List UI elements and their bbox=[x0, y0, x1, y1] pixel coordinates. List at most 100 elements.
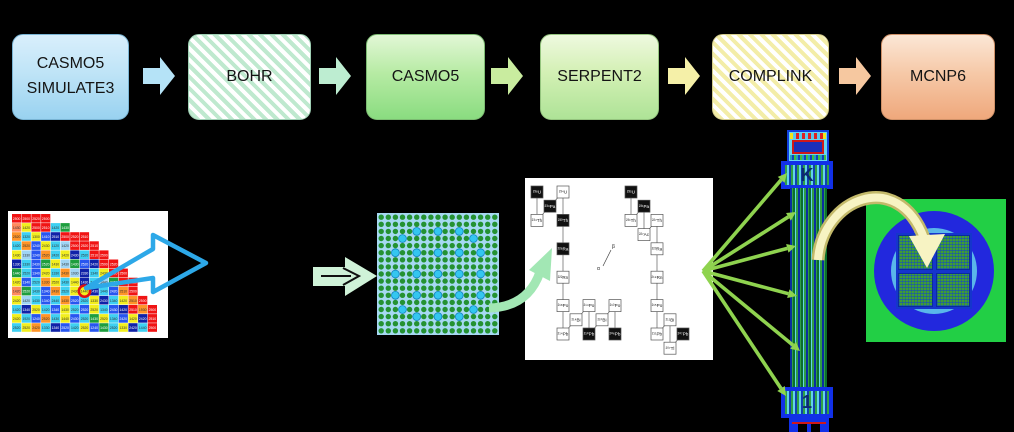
guide-tube bbox=[398, 305, 407, 314]
map-cell-value: 1300 bbox=[32, 235, 40, 239]
assembly-fuel-stack bbox=[790, 188, 827, 388]
map-cell bbox=[70, 241, 80, 250]
fuel-pin bbox=[428, 242, 434, 249]
corner-dot-icon bbox=[790, 133, 793, 136]
map-cell bbox=[41, 268, 51, 278]
nozzle-bar bbox=[792, 422, 826, 424]
fuel-pin bbox=[428, 278, 434, 284]
fuel-pin bbox=[435, 321, 441, 327]
assembly-node-1: 1 bbox=[781, 387, 833, 418]
fuel-pin bbox=[421, 306, 427, 313]
fuel-pin bbox=[385, 299, 391, 306]
fuel-pin bbox=[399, 257, 406, 263]
map-cell-value: 1330 bbox=[42, 281, 50, 285]
decay-node bbox=[663, 313, 677, 327]
map-cell-value: 1420 bbox=[13, 290, 21, 294]
decay-node bbox=[624, 214, 638, 227]
fuel-pin bbox=[378, 221, 384, 227]
fuel-pin bbox=[399, 299, 406, 306]
map-cell bbox=[31, 295, 41, 305]
map-cell-value: 1340 bbox=[23, 308, 31, 312]
fuel-pin bbox=[470, 328, 477, 334]
fuel-pin bbox=[463, 321, 470, 327]
fuel-pin bbox=[492, 221, 498, 227]
fuel-pin bbox=[414, 235, 420, 242]
map-cell-value: 2520 bbox=[110, 272, 118, 276]
fuel-pin bbox=[428, 313, 434, 320]
fuel-pin bbox=[378, 250, 384, 256]
guide-tube bbox=[455, 312, 464, 321]
decay-node bbox=[637, 199, 651, 213]
decay-node bbox=[556, 327, 570, 341]
assembly-node-k: K bbox=[781, 161, 833, 189]
fuel-pin bbox=[428, 271, 434, 277]
fuel-pin bbox=[385, 264, 391, 270]
map-cell-value: 1420 bbox=[13, 244, 21, 248]
map-cell bbox=[41, 314, 51, 323]
fuel-pin bbox=[421, 235, 427, 242]
fuel-pin bbox=[428, 299, 434, 306]
fuel-pin bbox=[378, 285, 384, 291]
guide-tube bbox=[412, 248, 421, 257]
fuel-pin bbox=[442, 271, 448, 277]
fuel-pin bbox=[477, 235, 484, 242]
map-cell-value: 1340 bbox=[42, 290, 50, 294]
fuel-pin bbox=[463, 257, 470, 263]
map-cell-value: 2420 bbox=[110, 281, 118, 285]
assembly-top-nozzle bbox=[787, 130, 829, 163]
fuel-pin bbox=[428, 235, 434, 242]
fuel-pin bbox=[414, 242, 420, 249]
fuel-pin bbox=[421, 328, 427, 334]
fuel-pin bbox=[392, 264, 399, 270]
fuel-pin bbox=[449, 214, 455, 220]
fuel-pin bbox=[442, 299, 448, 306]
map-cell bbox=[79, 305, 90, 314]
map-cell-value: 2520 bbox=[23, 244, 31, 248]
map-cell-value: 2510 bbox=[149, 317, 157, 321]
fuel-pin bbox=[463, 250, 470, 256]
fuel-pin bbox=[449, 285, 455, 291]
fuel-pin bbox=[492, 292, 498, 298]
fuel-pin bbox=[492, 214, 498, 220]
fuel-pin bbox=[399, 285, 406, 291]
map-cell-value: 2510 bbox=[52, 235, 60, 239]
guide-tube bbox=[469, 305, 478, 314]
flow-box-label: MCNP6 bbox=[909, 67, 966, 85]
decay-node bbox=[582, 299, 596, 312]
flow-box-serpent2: SERPENT2 bbox=[540, 34, 659, 120]
map-cell-value: 2520 bbox=[81, 317, 89, 321]
guide-tube bbox=[412, 269, 421, 279]
fuel-pin bbox=[492, 242, 498, 249]
map-cell-value: 1420 bbox=[129, 317, 137, 321]
fuel-pin bbox=[385, 321, 391, 327]
map-cell bbox=[70, 286, 80, 296]
fuel-pin bbox=[414, 278, 420, 284]
map-cell bbox=[21, 268, 31, 278]
map-cell-value: 1330 bbox=[120, 326, 128, 330]
map-cell bbox=[70, 305, 80, 314]
map-cell-value: 1240 bbox=[32, 244, 40, 248]
flow-box-label: CASMO5 bbox=[391, 67, 460, 85]
fuel-pin bbox=[385, 242, 391, 249]
map-cell-value: 1440 bbox=[71, 281, 79, 285]
fuel-pin bbox=[406, 214, 413, 220]
corner-dot-icon bbox=[823, 133, 826, 136]
fuel-pin bbox=[492, 257, 498, 263]
flow-box-label: SIMULATE3 bbox=[26, 80, 115, 97]
map-cell-value: 1430 bbox=[61, 226, 69, 230]
map-cell bbox=[31, 286, 41, 296]
fuel-pin bbox=[442, 321, 448, 327]
fuel-pin bbox=[463, 328, 470, 334]
map-cell-value: 1430 bbox=[52, 262, 60, 266]
map-cell bbox=[70, 268, 80, 278]
decay-node-label: ²²⁶Ra bbox=[558, 246, 569, 251]
fuel-pin bbox=[477, 313, 484, 320]
fuel-pin bbox=[456, 264, 462, 270]
flow-box-label: COMPLINK bbox=[728, 67, 813, 85]
fuel-pin bbox=[378, 264, 384, 270]
map-cell-value: 1440 bbox=[13, 272, 21, 276]
fuel-pin bbox=[442, 221, 448, 227]
fuel-pin bbox=[463, 313, 470, 320]
